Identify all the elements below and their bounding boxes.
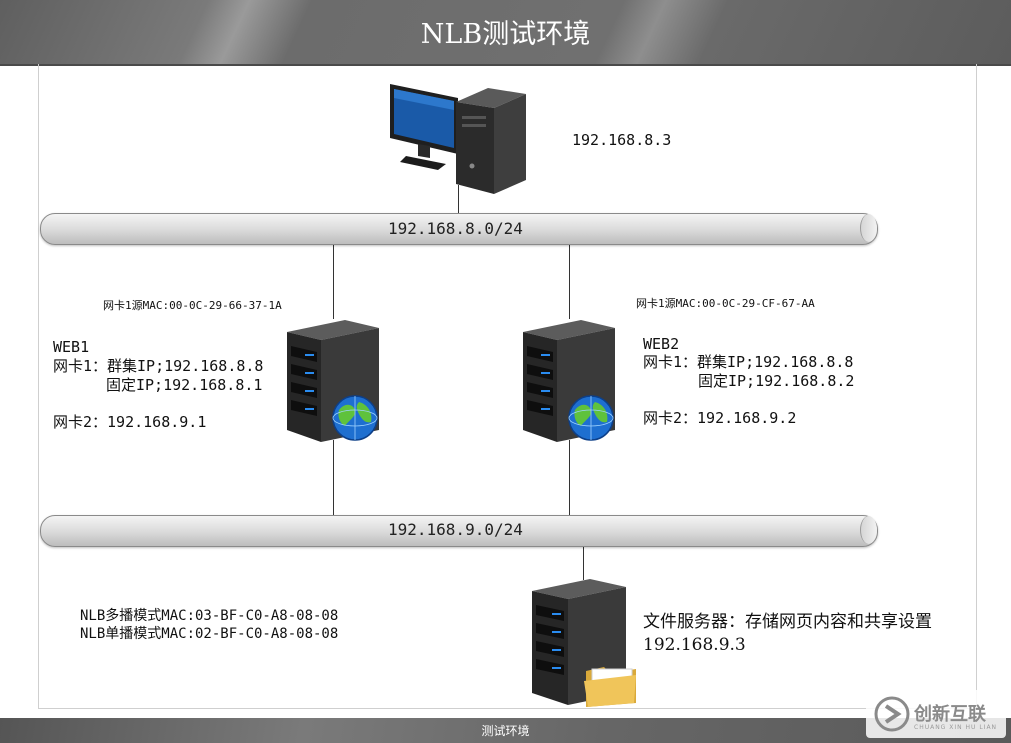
nlb-unicast-mac: NLB单播模式MAC:02-BF-C0-A8-08-08 <box>80 626 339 642</box>
diagram-canvas <box>38 64 977 709</box>
server-folder-icon <box>530 577 640 711</box>
web1-nic1-cluster-ip: 网卡1：群集IP;192.168.8.8 <box>53 357 264 375</box>
web2-nic1-cluster-ip: 网卡1：群集IP;192.168.8.8 <box>643 353 854 371</box>
network-lower-label: 192.168.9.0/24 <box>388 520 523 539</box>
brand-logo-icon <box>874 696 910 736</box>
web1-nic2-ip: 网卡2：192.168.9.1 <box>53 413 207 431</box>
web2-name: WEB2 <box>643 335 680 353</box>
web1-lower-wire <box>333 440 334 535</box>
web2-nic2-ip: 网卡2：192.168.9.2 <box>643 409 797 427</box>
web1-upper-wire <box>333 244 334 319</box>
web1-mac-label: 网卡1源MAC:00-0C-29-66-37-1A <box>103 299 282 312</box>
server-globe-icon <box>285 318 381 448</box>
web1-nic1-fixed-ip: 固定IP;192.168.8.1 <box>106 376 263 394</box>
file-server-description: 文件服务器：存储网页内容和共享设置 <box>643 612 932 632</box>
network-bus-lower <box>40 515 878 547</box>
footer-bar <box>0 718 1011 743</box>
watermark-sub: CHUANG XIN HU LIAN <box>914 724 998 731</box>
web2-mac-label: 网卡1源MAC:00-0C-29-CF-67-AA <box>636 297 815 310</box>
title-bar <box>0 0 1011 66</box>
client-ip-label: 192.168.8.3 <box>572 131 672 149</box>
nlb-multicast-mac: NLB多播模式MAC:03-BF-C0-A8-08-08 <box>80 608 339 624</box>
network-bus-upper <box>40 213 878 245</box>
client-uplink-wire <box>458 185 459 213</box>
network-upper-label: 192.168.8.0/24 <box>388 219 523 238</box>
footer-caption: 测试环境 <box>481 724 530 738</box>
file-server-ip: 192.168.9.3 <box>643 635 746 655</box>
server-globe-icon <box>521 318 617 448</box>
file-server-wire <box>583 545 584 580</box>
diagram-title: NLB测试环境 <box>420 19 591 50</box>
desktop-computer-icon <box>388 80 530 200</box>
web2-nic1-fixed-ip: 固定IP;192.168.8.2 <box>698 372 855 390</box>
web2-upper-wire <box>569 244 570 319</box>
web2-lower-wire <box>569 440 570 535</box>
watermark-brand: 创新互联 <box>914 704 986 725</box>
web1-name: WEB1 <box>53 338 90 356</box>
